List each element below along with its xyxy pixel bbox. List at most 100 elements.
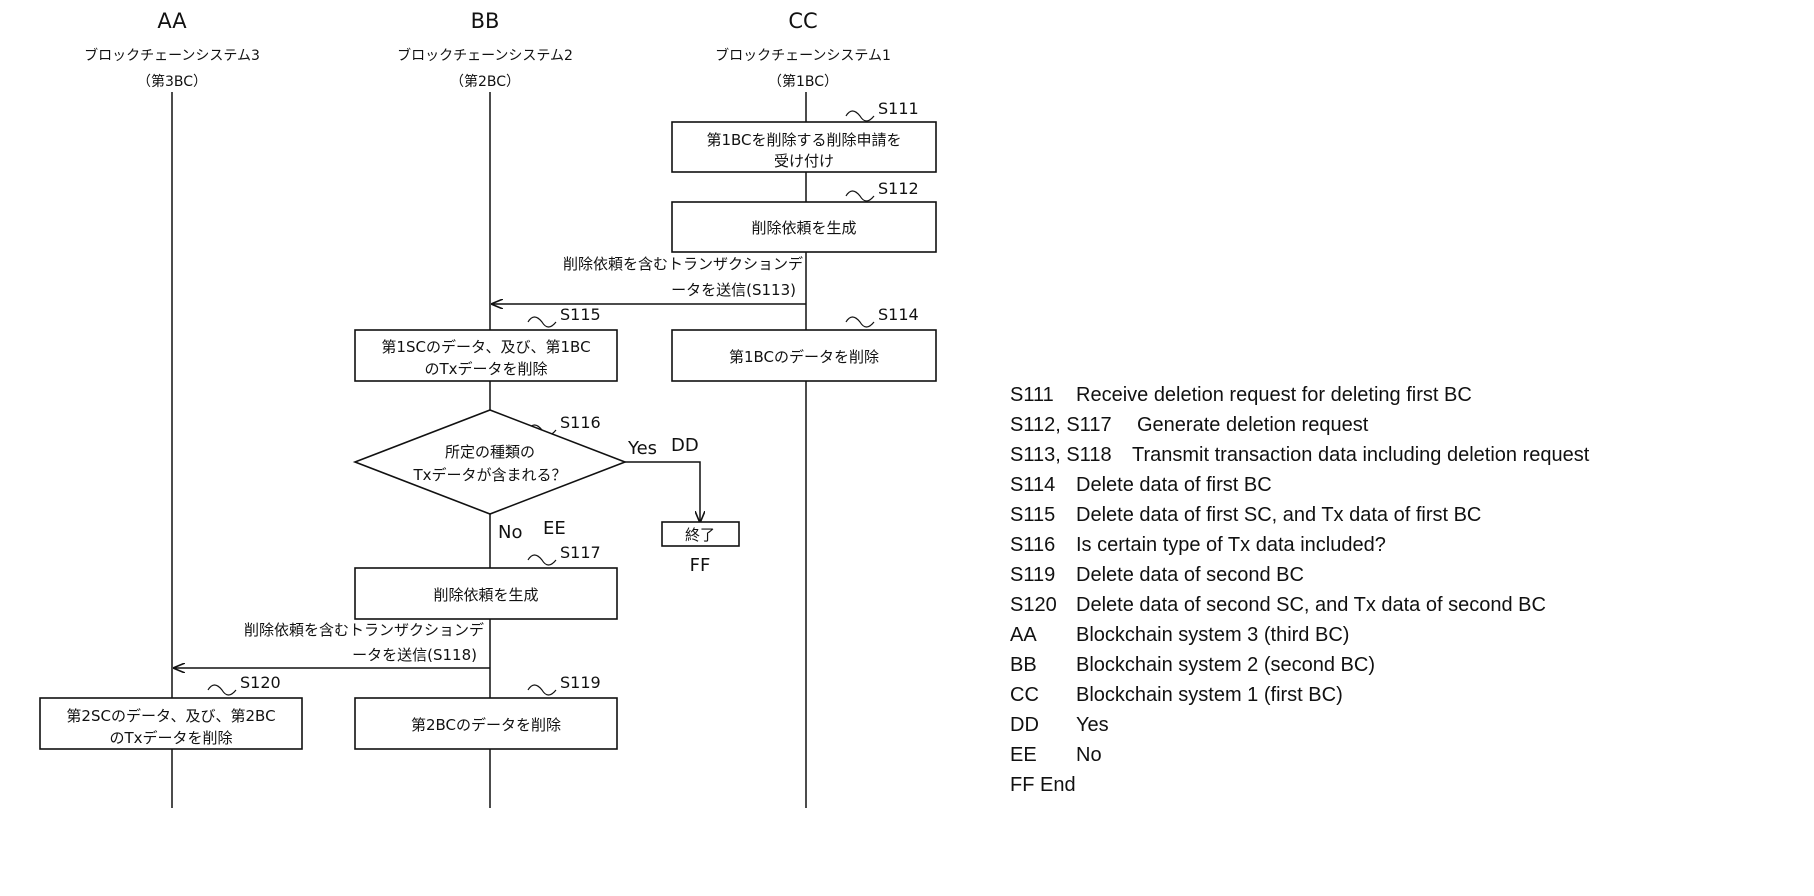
process-text-s120-line1: 第2SCのデータ、及び、第2BC	[66, 707, 275, 725]
legend-row: S115 Delete data of first SC, and Tx dat…	[1010, 500, 1790, 530]
message-s118: 削除依頼を含むトランザクションデ ータを送信(S118)	[174, 621, 490, 668]
process-text-s115-line2: のTxデータを削除	[424, 360, 547, 378]
lane-code-cc: CC	[788, 9, 817, 33]
legend-code: S112, S117	[1010, 410, 1137, 440]
legend-code: S111	[1010, 380, 1076, 410]
step-s117: S117 削除依頼を生成	[355, 543, 617, 619]
message-text-s113-line2: ータを送信(S113)	[671, 281, 796, 299]
legend-code: BB	[1010, 650, 1076, 680]
legend-code: S119	[1010, 560, 1076, 590]
yes-label: Yes	[627, 438, 657, 459]
legend-row: S112, S117 Generate deletion request	[1010, 410, 1790, 440]
message-s113: 削除依頼を含むトランザクションデ ータを送信(S113)	[492, 255, 806, 304]
message-text-s118-line1: 削除依頼を含むトランザクションデ	[244, 621, 484, 639]
legend-text: Generate deletion request	[1137, 410, 1368, 440]
step-label-curl	[528, 555, 556, 565]
process-text-s115-line1: 第1SCのデータ、及び、第1BC	[381, 338, 590, 356]
legend-text: No	[1076, 740, 1102, 770]
legend: S111 Receive deletion request for deleti…	[1010, 380, 1790, 800]
legend-row: EE No	[1010, 740, 1790, 770]
legend-text: Transmit transaction data including dele…	[1132, 440, 1589, 470]
process-text-s119: 第2BCのデータを削除	[411, 716, 561, 734]
step-label-curl	[846, 317, 874, 327]
process-text-s111-line2: 受け付け	[774, 152, 834, 170]
step-label-s120: S120	[240, 673, 281, 692]
decision-text-s116-line1: 所定の種類の	[445, 443, 535, 461]
legend-text: Is certain type of Tx data included?	[1076, 530, 1386, 560]
lane-name-cc: ブロックチェーンシステム1	[715, 47, 891, 64]
legend-text: Blockchain system 3 (third BC)	[1076, 620, 1349, 650]
legend-text: End	[1040, 770, 1076, 800]
process-text-s114: 第1BCのデータを削除	[729, 348, 879, 366]
lane-code-bb: BB	[471, 9, 500, 33]
step-s119: S119 第2BCのデータを削除	[355, 673, 617, 749]
legend-code: AA	[1010, 620, 1076, 650]
legend-text: Receive deletion request for deleting fi…	[1076, 380, 1472, 410]
process-text-s120-line2: のTxデータを削除	[109, 729, 232, 747]
message-text-s118-line2: ータを送信(S118)	[352, 646, 477, 664]
no-label: No	[498, 522, 522, 543]
step-s120: S120 第2SCのデータ、及び、第2BC のTxデータを削除	[40, 673, 302, 749]
legend-row: FF End	[1010, 770, 1790, 800]
legend-row: S120 Delete data of second SC, and Tx da…	[1010, 590, 1790, 620]
process-text-s117: 削除依頼を生成	[433, 586, 538, 604]
decision-text-s116-line2: Txデータが含まれる？	[412, 466, 566, 484]
legend-text: Delete data of second SC, and Tx data of…	[1076, 590, 1546, 620]
end-text: 終了	[685, 526, 715, 544]
legend-code: S116	[1010, 530, 1076, 560]
step-label-s111: S111	[878, 99, 919, 118]
step-label-s112: S112	[878, 179, 919, 198]
lane-code-aa: AA	[157, 9, 187, 33]
lane-header-cc: CC ブロックチェーンシステム1 （第1BC）	[715, 9, 891, 90]
legend-code: S115	[1010, 500, 1076, 530]
legend-text: Delete data of first BC	[1076, 470, 1272, 500]
legend-code: S113, S118	[1010, 440, 1132, 470]
step-label-curl	[528, 317, 556, 327]
legend-text: Blockchain system 1 (first BC)	[1076, 680, 1343, 710]
legend-code: S114	[1010, 470, 1076, 500]
legend-row: S119 Delete data of second BC	[1010, 560, 1790, 590]
legend-code: S120	[1010, 590, 1076, 620]
process-text-s112: 削除依頼を生成	[751, 219, 856, 237]
legend-row: CC Blockchain system 1 (first BC)	[1010, 680, 1790, 710]
step-s115: S115 第1SCのデータ、及び、第1BC のTxデータを削除	[355, 305, 617, 381]
message-text-s113-line1: 削除依頼を含むトランザクションデ	[563, 255, 803, 273]
end-code: FF	[690, 555, 711, 576]
step-label-s116: S116	[560, 413, 601, 432]
end-terminal: 終了 FF	[662, 522, 739, 576]
legend-code: CC	[1010, 680, 1076, 710]
legend-code: EE	[1010, 740, 1076, 770]
legend-row: S113, S118 Transmit transaction data inc…	[1010, 440, 1790, 470]
lane-sub-aa: （第3BC）	[137, 73, 207, 90]
step-s111: S111 第1BCを削除する削除申請を 受け付け	[672, 99, 936, 172]
legend-text: Delete data of second BC	[1076, 560, 1304, 590]
step-label-s119: S119	[560, 673, 601, 692]
process-text-s111-line1: 第1BCを削除する削除申請を	[706, 131, 901, 149]
step-s112: S112 削除依頼を生成	[672, 179, 936, 252]
step-label-s114: S114	[878, 305, 919, 324]
step-s116: S116 所定の種類の Txデータが含まれる？ Yes DD No EE	[355, 410, 700, 543]
lane-name-bb: ブロックチェーンシステム2	[397, 47, 573, 64]
yes-code: DD	[671, 435, 699, 456]
legend-row: AA Blockchain system 3 (third BC)	[1010, 620, 1790, 650]
step-label-curl	[846, 191, 874, 201]
lane-header-bb: BB ブロックチェーンシステム2 （第2BC）	[397, 9, 573, 90]
legend-row: S114 Delete data of first BC	[1010, 470, 1790, 500]
no-code: EE	[543, 518, 566, 539]
legend-row: DD Yes	[1010, 710, 1790, 740]
legend-code: FF	[1010, 770, 1040, 800]
legend-row: S111 Receive deletion request for deleti…	[1010, 380, 1790, 410]
legend-row: S116 Is certain type of Tx data included…	[1010, 530, 1790, 560]
lane-header-aa: AA ブロックチェーンシステム3 （第3BC）	[84, 9, 260, 90]
step-label-curl	[208, 685, 236, 695]
step-label-s117: S117	[560, 543, 601, 562]
lane-name-aa: ブロックチェーンシステム3	[84, 47, 260, 64]
legend-code: DD	[1010, 710, 1076, 740]
legend-text: Blockchain system 2 (second BC)	[1076, 650, 1375, 680]
yes-branch-arrow	[625, 462, 700, 522]
legend-text: Yes	[1076, 710, 1109, 740]
step-label-curl	[846, 111, 874, 121]
legend-text: Delete data of first SC, and Tx data of …	[1076, 500, 1481, 530]
legend-row: BB Blockchain system 2 (second BC)	[1010, 650, 1790, 680]
step-label-s115: S115	[560, 305, 601, 324]
